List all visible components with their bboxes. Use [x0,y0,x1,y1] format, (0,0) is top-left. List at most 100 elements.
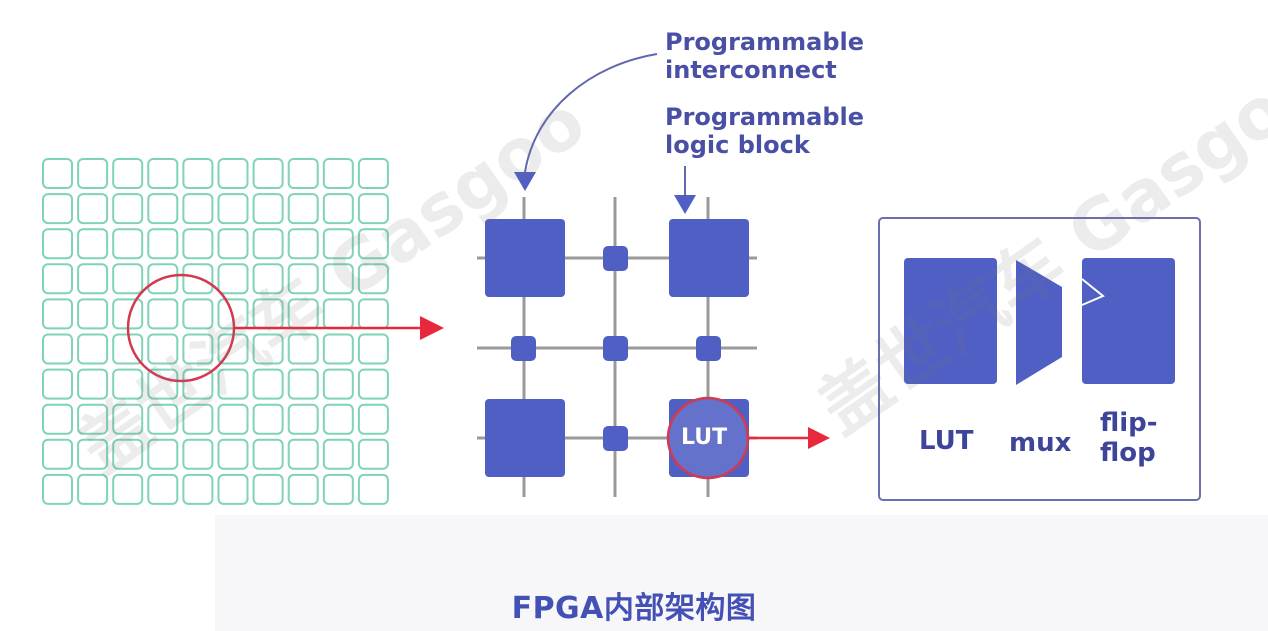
grid-cell [182,403,214,435]
logic-block-label: Programmable logic block [665,103,864,159]
grid-cell [112,158,144,189]
logic-block-label-line1: Programmable [665,103,865,131]
diagram-caption: FPGA内部架构图 [511,591,757,626]
grid-cell [322,438,354,470]
grid-cell [217,368,249,400]
logic-block [485,219,565,297]
grid-cell [357,298,389,330]
flip-flop-component-label: flip- flop [1100,408,1158,468]
grid-cell [287,193,319,225]
grid-cell [287,263,319,295]
grid-cell [147,228,179,260]
logic-block [669,219,749,297]
grid-cell [112,193,144,225]
zoom-circle-grid [126,273,236,383]
grid-cell [357,193,389,225]
grid-cell [77,263,109,295]
grid-cell [217,438,249,470]
grid-cell [77,368,109,400]
grid-cell [77,333,109,365]
grid-cell [252,193,284,225]
grid-cell [147,403,179,435]
grid-cell [42,473,73,505]
grid-cell [182,158,214,189]
switch-box [603,336,628,361]
grid-cell [252,158,284,189]
interconnect-label-line2: interconnect [665,56,837,84]
grid-cell [147,158,179,189]
grid-cell [322,298,354,330]
grid-cell [182,263,214,295]
grid-cell [252,298,284,330]
interconnect-arrow-head [514,172,536,191]
logic-block-arrow-head [674,195,696,214]
grid-cell [182,193,214,225]
grid-cell [287,298,319,330]
grid-cell [287,158,319,189]
grid-cell [217,473,249,505]
grid-cell [182,473,214,505]
switch-box [603,426,628,451]
lut-component-label: LUT [919,426,974,456]
clock-input-icon [1081,278,1105,306]
grid-cell [252,473,284,505]
grid-cell [112,403,144,435]
switch-boxes [511,246,721,451]
grid-cell [287,438,319,470]
grid-cell [42,298,73,330]
grid-cell [112,228,144,260]
grid-cell [252,368,284,400]
grid-cell [252,228,284,260]
grid-cell [147,368,179,400]
grid-cell [252,263,284,295]
grid-cell [322,193,354,225]
grid-cell [217,193,249,225]
grid-cell [77,473,109,505]
background-panel [215,515,1268,631]
grid-cell [77,403,109,435]
grid-cell [147,193,179,225]
grid-cell [357,263,389,295]
logic-blocks [485,219,749,477]
grid-cell [77,438,109,470]
lut-component [904,258,997,384]
grid-cell [287,473,319,505]
grid-cell [182,333,214,365]
grid-cell [147,263,179,295]
grid-cell [147,298,179,330]
grid-cell [287,333,319,365]
mux-component [1016,260,1062,385]
grid-cell [357,368,389,400]
grid-cell [252,403,284,435]
grid-cell [217,263,249,295]
grid-cell [182,228,214,260]
grid-cell [42,368,73,400]
grid-cell [217,158,249,189]
grid-cell [182,368,214,400]
grid-cell [77,193,109,225]
grid-cell [322,368,354,400]
grid-cell [77,228,109,260]
logic-array-grid [42,158,389,505]
grid-cell [42,438,73,470]
grid-cell [287,368,319,400]
grid-cell [357,473,389,505]
grid-cell [322,333,354,365]
interconnect-label: Programmable interconnect [665,28,864,84]
switch-box [511,336,536,361]
grid-cell [357,228,389,260]
grid-cell [322,403,354,435]
grid-cell [182,298,214,330]
arrow-head-grid [420,316,444,340]
grid-cell [287,228,319,260]
grid-cell [357,333,389,365]
flip-flop-label-line1: flip- [1100,408,1158,438]
grid-cell [77,158,109,189]
grid-cell [287,403,319,435]
switch-box [696,336,721,361]
flip-flop-component [1082,258,1175,384]
grid-cell [42,193,73,225]
grid-cell [252,333,284,365]
